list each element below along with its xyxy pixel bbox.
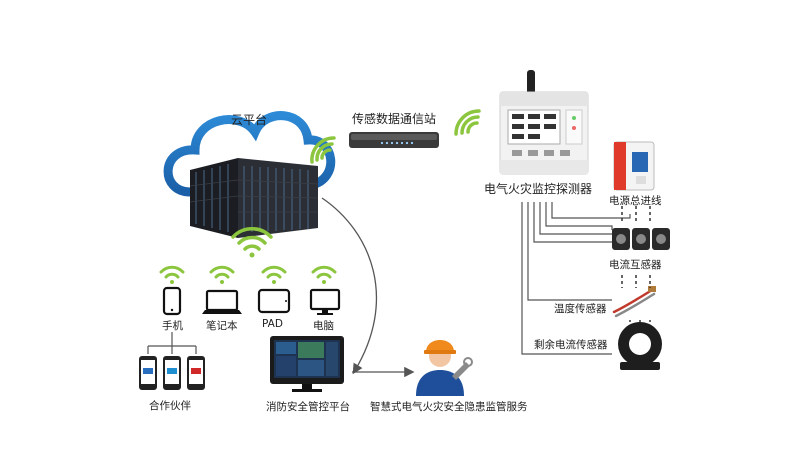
residual-sensor-dashes [629,320,651,322]
temperature-sensor-icon [612,286,656,318]
gateway-device-icon [349,132,439,148]
wifi-icon-cloud-bottom [231,227,273,258]
temperature-sensor-label: 温度传感器 [554,303,607,315]
detector-wiring [521,202,631,355]
pc-monitor-icon [309,288,341,315]
residual-current-sensor-icon [618,322,662,370]
pad-icon [257,288,291,314]
wifi-icon-phone [159,265,185,284]
management-platform-monitor-icon [270,336,344,392]
pc-label: 电脑 [313,320,334,332]
wifi-icon-pad [261,265,287,284]
gateway-label: 传感数据通信站 [352,112,437,126]
wifi-icon-pc [311,265,337,284]
phone-label: 手机 [162,320,183,332]
power-line-label: 电源总进线 [609,195,662,207]
cloud-platform-icon [163,111,336,238]
service-label: 智慧式电气火灾安全隐患监管服务 [370,401,528,413]
residual-current-sensor-label: 剩余电流传感器 [534,339,608,351]
pad-label: PAD [262,318,283,330]
partners-label: 合作伙伴 [149,400,191,412]
power-breaker-icon [613,141,655,191]
partner-phone-icon-2 [163,356,181,390]
temp-sensor-dashes [621,275,651,288]
partners-tree-lines [147,332,197,354]
current-transformer-icon [612,228,670,250]
partner-phone-icon-3 [187,356,205,390]
phone-icon [162,286,182,316]
partner-phone-icon-1 [139,356,157,390]
fire-detector-device-icon [499,70,589,175]
power-line-dashes [621,206,651,222]
wifi-icon-cloud-right [310,136,336,164]
current-transformer-label: 电流互感器 [609,259,662,271]
laptop-label: 笔记本 [206,320,238,332]
cloud-to-platform-arrow [321,197,378,375]
cloud-platform-label: 云平台 [231,113,268,127]
platform-label: 消防安全管控平台 [266,401,350,413]
wifi-icon-detector [454,109,481,136]
service-worker-icon [416,340,473,396]
detector-label: 电气火灾监控探测器 [484,182,593,196]
wifi-icon-laptop [209,265,235,284]
laptop-icon [202,289,242,314]
